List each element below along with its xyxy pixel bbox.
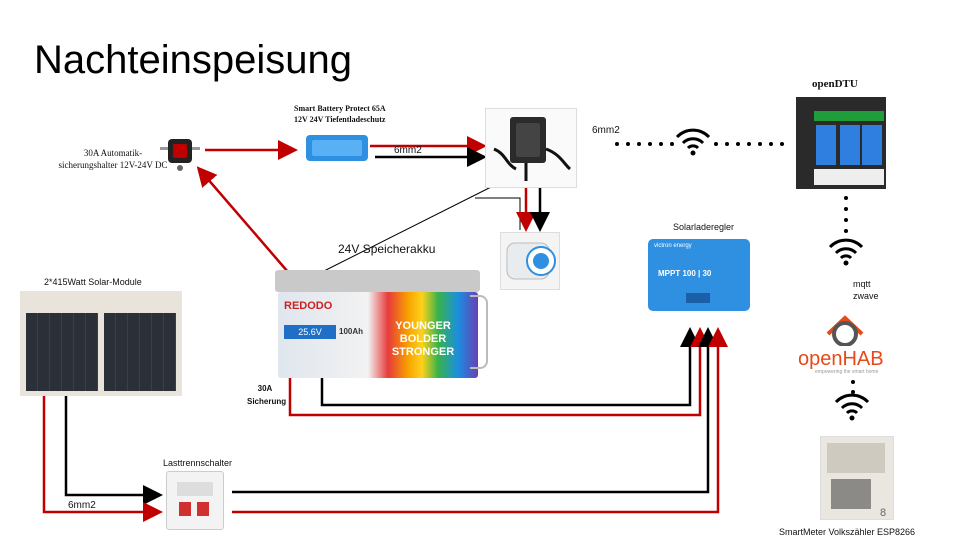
battery-protect-device: [306, 135, 368, 161]
charge-controller-label: Solarladeregler: [673, 222, 735, 232]
opendtu-screenshot: [796, 97, 886, 189]
openhab-logo-icon: [826, 315, 864, 346]
battery-label: 24V Speicherakku: [338, 242, 436, 256]
battery: REDODO 25.6V 100Ah YOUNGER BOLDER STRONG…: [275, 270, 488, 382]
page-number: 8: [880, 507, 887, 519]
cable-label-inverter: 6mm2: [592, 125, 620, 136]
openhab-tagline: empowering the smart home: [815, 369, 879, 375]
socket-icon: [500, 232, 560, 290]
wire-solar-to-switch-red: [42, 395, 163, 522]
cable-label-bottom: 6mm2: [68, 500, 96, 511]
wire-battery-minus-to-inverter: [321, 179, 507, 273]
battery-protect-label-line1: Smart Battery Protect 65A: [294, 104, 386, 113]
micro-inverter: [485, 108, 577, 188]
load-disconnector-switch: [166, 471, 224, 530]
openhab-wordmark-text: openHAB: [798, 348, 884, 370]
charge-controller: victron energy MPPT 100 | 30: [648, 239, 750, 311]
wifi-icon: [834, 393, 870, 421]
solar-modules: [20, 291, 182, 396]
opendtu-label: openDTU: [812, 78, 858, 90]
battery-protect-label-line2: 12V 24V Tiefentladeschutz: [294, 115, 386, 124]
protocol-labels: mqtt zwave: [853, 278, 879, 302]
wire-switch-to-controller-black: [232, 327, 718, 494]
smartmeter-label: SmartMeter Volkszähler ESP8266: [779, 527, 916, 537]
charge-controller-brand: victron energy: [654, 243, 692, 249]
fuse-holder-label: 30A Automatik-sicherungshalter 12V-24V D…: [58, 148, 168, 170]
protocol-zwave: zwave: [853, 291, 879, 301]
wifi-icon: [675, 128, 711, 156]
cable-label-top: 6mm2: [394, 145, 422, 156]
solar-modules-label: 2*415Watt Solar-Module: [44, 277, 142, 287]
fuse-30a-label-line1: 30A: [257, 384, 273, 393]
battery-slogan: YOUNGER BOLDER STRONGER: [391, 320, 455, 358]
openhab-wordmark: openHAB: [798, 348, 884, 371]
wire-battery-to-fuse: [196, 166, 289, 273]
battery-protect-label: Smart Battery Protect 65A 12V 24V Tiefen…: [294, 103, 386, 125]
fuse-icon: [160, 139, 200, 171]
wire-inv-link: [475, 197, 521, 230]
wire-switch-to-controller-red: [232, 327, 728, 514]
wifi-icon: [828, 238, 864, 266]
charge-controller-model: MPPT 100 | 30: [658, 269, 712, 278]
fuse-30a-label-line2: Sicherung: [247, 397, 287, 406]
wire-solar-to-switch-black: [64, 395, 163, 505]
battery-capacity: 100Ah: [339, 327, 364, 336]
battery-voltage: 25.6V: [284, 325, 336, 339]
disconnector-label: Lasttrennschalter: [163, 458, 233, 468]
protocol-mqtt: mqtt: [853, 279, 871, 289]
battery-brand: REDODO: [284, 300, 333, 312]
smartmeter-photo: [820, 436, 894, 520]
fuse-30a-label: 30A Sicherung: [247, 382, 287, 408]
slide-title: Nachteinspeisung: [34, 38, 352, 82]
